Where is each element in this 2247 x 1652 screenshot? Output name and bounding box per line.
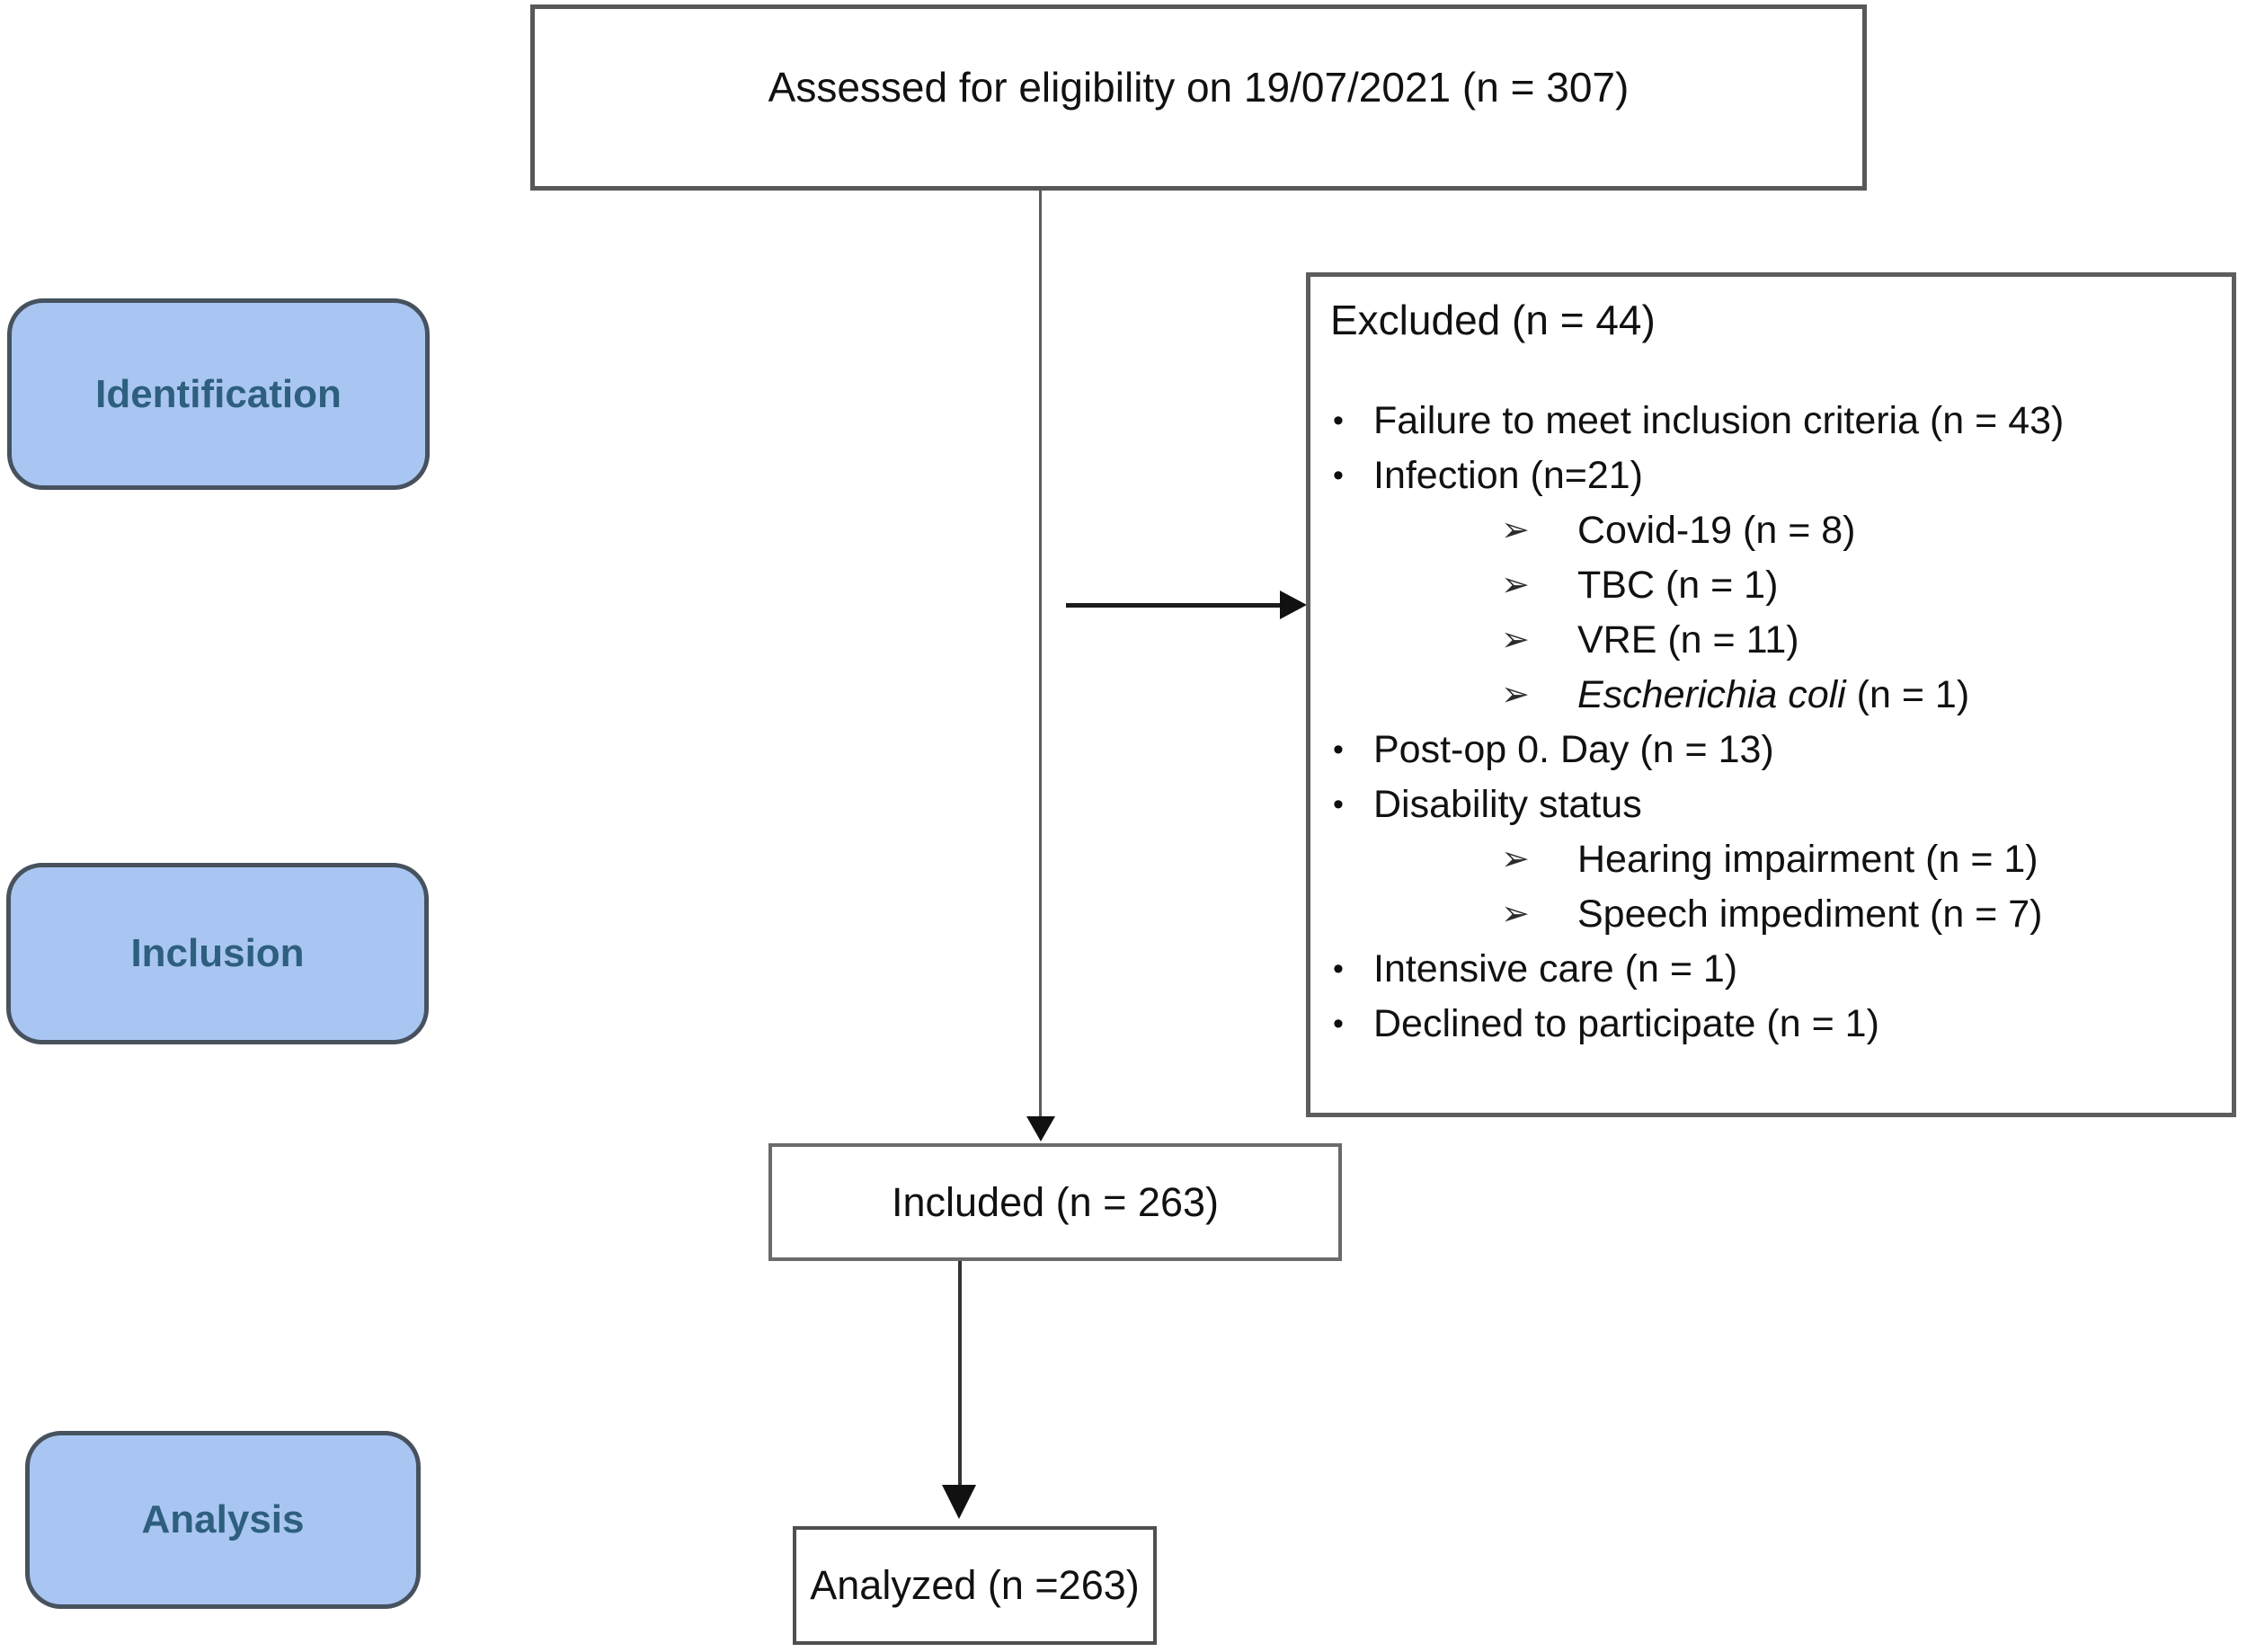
arrow-bullet-icon: ➢ <box>1501 895 1530 933</box>
assessed-eligibility-label: Assessed for eligibility on 19/07/2021 (… <box>768 63 1630 111</box>
stage-inclusion-label: Inclusion <box>130 931 305 975</box>
excluded-subitem-label: Speech impediment (n = 7) <box>1577 893 2043 936</box>
excluded-subitem-label: Hearing impairment (n = 1) <box>1577 838 2038 881</box>
excluded-item: • Disability status <box>1310 777 2232 832</box>
excluded-item-label: Intensive care (n = 1) <box>1373 947 1738 990</box>
excluded-subitem-label: (n = 1) <box>1845 673 1970 716</box>
bullet-icon: • <box>1333 733 1344 767</box>
excluded-title: Excluded (n = 44) <box>1330 297 1656 343</box>
excluded-item: • Declined to participate (n = 1) <box>1310 997 2232 1052</box>
stage-inclusion: Inclusion <box>6 863 429 1044</box>
included-box: Included (n = 263) <box>768 1143 1342 1261</box>
excluded-item-label: Post-op 0. Day (n = 13) <box>1373 728 1774 771</box>
stage-analysis-label: Analysis <box>141 1497 305 1541</box>
excluded-list: • Failure to meet inclusion criteria (n … <box>1310 394 2232 1052</box>
bullet-icon: • <box>1333 952 1344 986</box>
excluded-subitem-label-italic: Escherichia coli <box>1577 673 1846 716</box>
excluded-box: Excluded (n = 44) • Failure to meet incl… <box>1306 272 2236 1117</box>
analyzed-box: Analyzed (n =263) <box>793 1526 1157 1645</box>
arrowhead-down-to-analyzed-icon <box>942 1485 976 1519</box>
assessed-eligibility-box: Assessed for eligibility on 19/07/2021 (… <box>530 4 1867 191</box>
bullet-icon: • <box>1333 458 1344 493</box>
excluded-subitem-label: TBC (n = 1) <box>1577 564 1779 607</box>
excluded-item: • Intensive care (n = 1) <box>1310 942 2232 997</box>
excluded-subitem-label: Covid-19 (n = 8) <box>1577 509 1856 552</box>
stage-identification: Identification <box>7 298 430 490</box>
included-label: Included (n = 263) <box>892 1178 1219 1225</box>
excluded-subitem: ➢ Hearing impairment (n = 1) <box>1310 832 2232 887</box>
analyzed-label: Analyzed (n =263) <box>810 1562 1140 1608</box>
excluded-item: • Failure to meet inclusion criteria (n … <box>1310 394 2232 449</box>
excluded-subitem: ➢ TBC (n = 1) <box>1310 558 2232 613</box>
excluded-item: • Post-op 0. Day (n = 13) <box>1310 723 2232 777</box>
excluded-item-label: Infection (n=21) <box>1373 454 1643 497</box>
flow-line-main-vertical <box>1039 191 1042 1118</box>
flow-line-to-analyzed <box>958 1261 962 1486</box>
arrow-bullet-icon: ➢ <box>1501 566 1530 604</box>
flow-line-to-excluded <box>1066 603 1282 608</box>
excluded-item: • Infection (n=21) <box>1310 449 2232 503</box>
excluded-subitem: ➢ VRE (n = 11) <box>1310 613 2232 668</box>
bullet-icon: • <box>1333 787 1344 822</box>
arrow-bullet-icon: ➢ <box>1501 840 1530 878</box>
arrow-bullet-icon: ➢ <box>1501 621 1530 659</box>
stage-identification-label: Identification <box>95 371 342 416</box>
arrow-bullet-icon: ➢ <box>1501 511 1530 549</box>
excluded-item-label: Disability status <box>1373 783 1642 826</box>
excluded-subitem: ➢ Speech impediment (n = 7) <box>1310 887 2232 942</box>
excluded-subitem: ➢ Covid-19 (n = 8) <box>1310 503 2232 558</box>
excluded-subitem-label: VRE (n = 11) <box>1577 618 1799 662</box>
excluded-subitem: ➢ Escherichia coli (n = 1) <box>1310 668 2232 723</box>
bullet-icon: • <box>1333 1007 1344 1041</box>
bullet-icon: • <box>1333 404 1344 438</box>
arrow-bullet-icon: ➢ <box>1501 676 1530 714</box>
stage-analysis: Analysis <box>25 1431 421 1609</box>
excluded-item-label: Declined to participate (n = 1) <box>1373 1002 1879 1045</box>
arrowhead-down-to-included-icon <box>1026 1116 1055 1141</box>
arrowhead-right-to-excluded-icon <box>1280 591 1307 619</box>
excluded-item-label: Failure to meet inclusion criteria (n = … <box>1373 399 2065 442</box>
